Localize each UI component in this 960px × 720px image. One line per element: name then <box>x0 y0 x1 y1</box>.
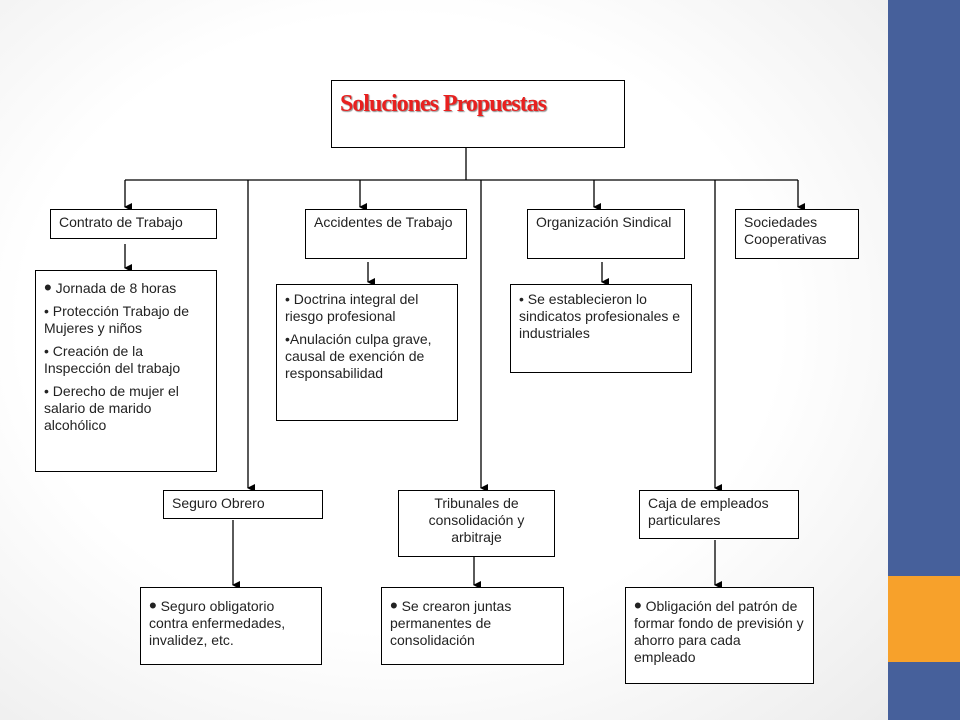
node-tribunales: Tribunales de consolidación y arbitraje <box>398 490 555 557</box>
detail-seguro-item: • Seguro obligatorio contra enfermedades… <box>149 593 286 649</box>
node-accidentes-label: Accidentes de Trabajo <box>314 214 453 230</box>
detail-seguro: • Seguro obligatorio contra enfermedades… <box>140 587 322 665</box>
node-seguro: Seguro Obrero <box>163 490 323 519</box>
node-contrato: Contrato de Trabajo <box>50 209 217 239</box>
node-seguro-label: Seguro Obrero <box>172 495 265 511</box>
node-caja: Caja de empleados particulares <box>639 490 799 539</box>
detail-caja-item: • Obligación del patrón de formar fondo … <box>634 593 804 666</box>
node-contrato-label: Contrato de Trabajo <box>59 214 183 230</box>
node-tribunales-label: Tribunales de consolidación y arbitraje <box>428 495 525 545</box>
title-box: Soluciones Propuestas <box>331 80 625 148</box>
detail-organizacion: • Se establecieron lo sindicatos profesi… <box>510 284 692 373</box>
node-organizacion-label: Organización Sindical <box>536 214 672 230</box>
detail-accidentes-item: • Doctrina integral del riesgo profesion… <box>285 291 419 324</box>
node-accidentes: Accidentes de Trabajo <box>305 209 467 259</box>
detail-tribunales-item: • Se crearon juntas permanentes de conso… <box>390 593 512 649</box>
node-organizacion: Organización Sindical <box>527 209 685 259</box>
node-caja-label: Caja de empleados particulares <box>648 495 769 528</box>
detail-contrato-item: • Derecho de mujer el salario de marido … <box>44 383 179 433</box>
detail-accidentes-item: •Anulación culpa grave, causal de exenci… <box>285 331 432 381</box>
node-sociedades: Sociedades Cooperativas <box>735 209 859 259</box>
detail-organizacion-item: • Se establecieron lo sindicatos profesi… <box>519 291 681 341</box>
detail-contrato-item: • Creación de la Inspección del trabajo <box>44 343 181 376</box>
detail-contrato: • Jornada de 8 horas • Protección Trabaj… <box>35 270 217 472</box>
node-sociedades-label: Sociedades Cooperativas <box>744 214 827 247</box>
detail-tribunales: • Se crearon juntas permanentes de conso… <box>381 587 564 665</box>
detail-contrato-item: • Jornada de 8 horas <box>44 275 177 300</box>
detail-contrato-item: • Protección Trabajo de Mujeres y niños <box>44 303 189 336</box>
diagram-title: Soluciones Propuestas <box>340 91 547 117</box>
detail-accidentes: • Doctrina integral del riesgo profesion… <box>276 284 458 421</box>
connector-lines <box>124 148 805 589</box>
accent-band-orange <box>888 576 960 662</box>
detail-caja: • Obligación del patrón de formar fondo … <box>625 587 814 684</box>
